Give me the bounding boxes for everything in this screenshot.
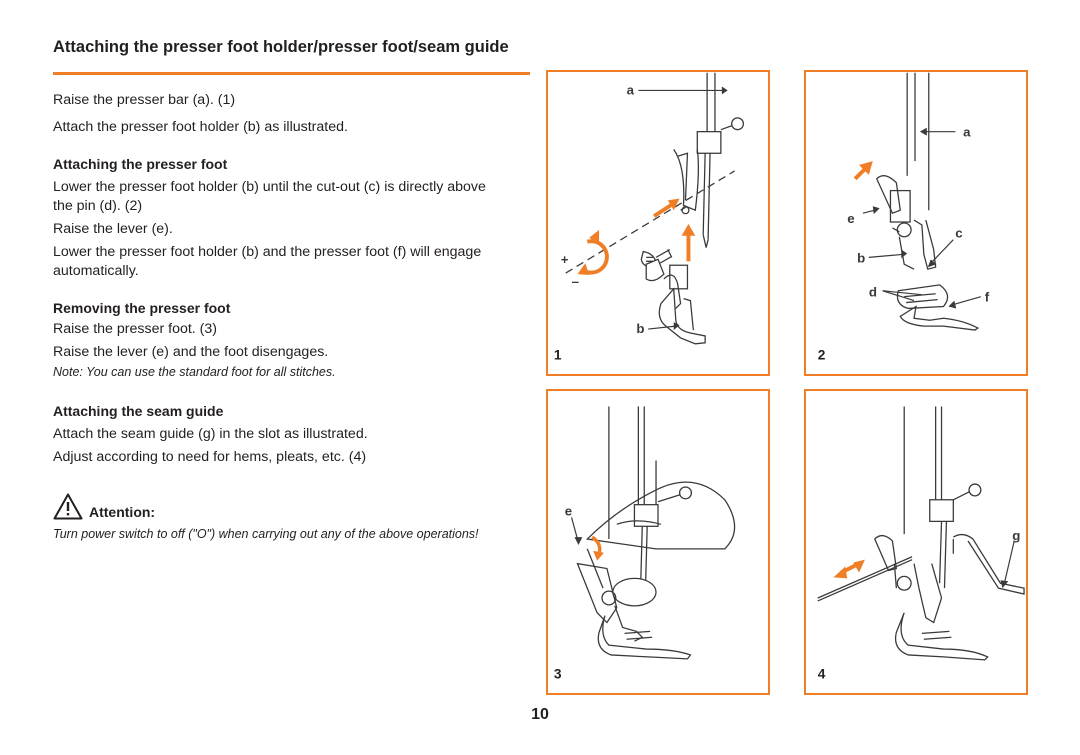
attach-foot-line-3: Lower the presser foot holder (b) and th…	[53, 244, 482, 279]
label-b: b	[857, 250, 865, 265]
heading-attaching-presser-foot: Attaching the presser foot	[53, 156, 228, 172]
title-rule	[53, 72, 530, 75]
remove-foot-line-2: Raise the lever (e) and the foot disenga…	[53, 344, 329, 360]
attention-label: Attention:	[89, 504, 156, 520]
heading-removing-presser-foot: Removing the presser foot	[53, 300, 231, 316]
label-e: e	[565, 503, 572, 518]
figure-1-illustration: a b + – 1	[554, 72, 745, 363]
figure-4: g 4	[804, 389, 1028, 695]
remove-foot-note: Note: You can use the standard foot for …	[53, 365, 336, 379]
attention-text: Turn power switch to off ("O") when carr…	[53, 527, 479, 541]
figure-3-number: 3	[554, 667, 562, 682]
figure-2: a e c b d f 2	[804, 70, 1028, 376]
figure-2-number: 2	[818, 348, 826, 363]
label-c: c	[955, 226, 962, 241]
attach-foot-line-2: Raise the lever (e).	[53, 221, 173, 237]
label-f: f	[985, 290, 990, 305]
page-title: Attaching the presser foot holder/presse…	[53, 38, 509, 56]
figure-4-illustration: g 4	[817, 406, 1025, 682]
label-a: a	[963, 125, 971, 140]
label-d: d	[869, 285, 877, 300]
label-e: e	[847, 211, 854, 226]
figure-2-illustration: a e c b d f 2	[818, 72, 990, 363]
figure-3-illustration: e 3	[554, 406, 736, 682]
seam-guide-line-1: Attach the seam guide (g) in the slot as…	[53, 426, 368, 442]
label-minus: –	[572, 274, 579, 289]
label-a: a	[627, 82, 635, 97]
attach-foot-line-1: Lower the presser foot holder (b) until …	[53, 179, 486, 214]
page-number: 10	[531, 706, 549, 723]
remove-foot-line-1: Raise the presser foot. (3)	[53, 321, 218, 337]
warning-triangle-icon	[53, 493, 83, 520]
label-b: b	[636, 321, 644, 336]
instructions-column: Raise the presser bar (a). (1) Attach th…	[53, 91, 533, 542]
figure-1-number: 1	[554, 348, 562, 363]
intro-line-1: Raise the presser bar (a). (1)	[53, 92, 236, 108]
figure-1: a b + – 1	[546, 70, 770, 376]
attention-block: Attention:	[53, 493, 533, 520]
seam-guide-line-2: Adjust according to need for hems, pleat…	[53, 449, 367, 465]
intro-line-2: Attach the presser foot holder (b) as il…	[53, 119, 348, 135]
figure-4-number: 4	[818, 667, 826, 682]
heading-attaching-seam-guide: Attaching the seam guide	[53, 403, 224, 419]
label-g: g	[1012, 528, 1020, 543]
label-plus: +	[561, 252, 569, 267]
figure-3: e 3	[546, 389, 770, 695]
